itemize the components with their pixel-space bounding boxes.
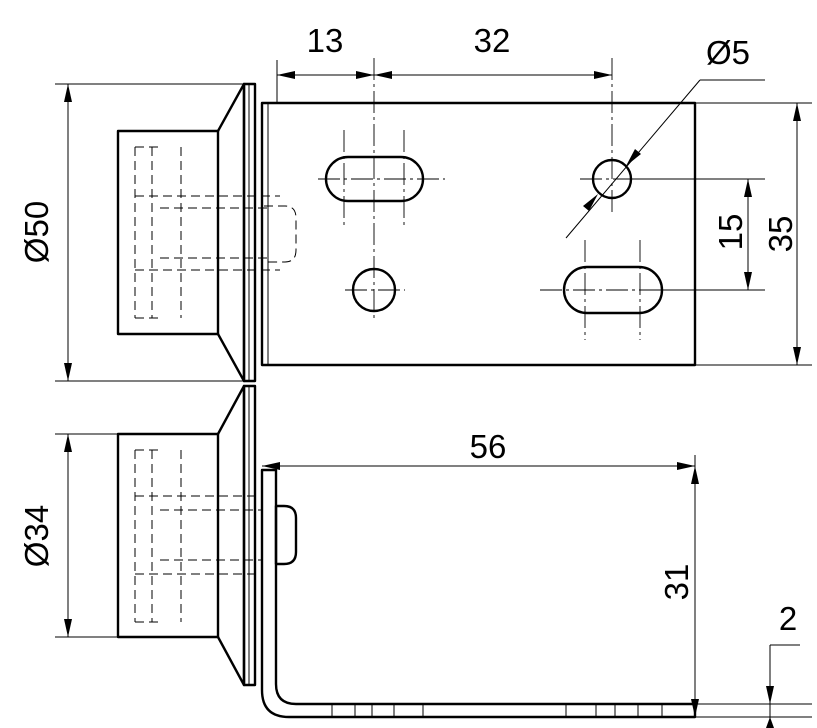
dim-56-label: 56 (470, 428, 507, 465)
bottom-roller-flange (216, 384, 246, 687)
dim-34: Ø34 (18, 433, 118, 638)
dim-50-label: Ø50 (18, 201, 55, 263)
top-center-lines (318, 58, 688, 340)
bottom-rivet-head (274, 504, 298, 566)
top-view: 13 32 Ø5 15 (18, 22, 812, 383)
top-bracket-plate (260, 101, 697, 367)
dim-32-label: 32 (474, 22, 511, 59)
dim-35-label: 35 (762, 216, 799, 253)
dim-35: 35 (695, 102, 812, 366)
bottom-roller-hub (116, 432, 220, 639)
bottom-hidden-lines (134, 449, 262, 623)
dim-13-label: 13 (307, 22, 344, 59)
dim-15-label: 15 (712, 214, 749, 251)
bracket-edge-ticks (331, 704, 663, 717)
dim-32: 32 (374, 22, 612, 79)
dim-2: 2 (695, 600, 812, 728)
dim-2-label: 2 (779, 600, 797, 637)
dim-31: 31 (658, 466, 699, 717)
dim-hole-diameter: Ø5 (565, 34, 765, 239)
dim-hole-diameter-label: Ø5 (706, 34, 750, 71)
dim-50: Ø50 (18, 83, 244, 382)
top-hidden-lines (134, 146, 297, 319)
dim-56: 56 (262, 428, 696, 704)
dim-34-label: Ø34 (18, 505, 55, 567)
top-roller-hub (116, 129, 220, 336)
top-roller-flange (216, 82, 246, 383)
dim-31-label: 31 (658, 564, 695, 601)
slot-hole-left (324, 155, 425, 203)
dim-15: 15 (630, 178, 765, 291)
bottom-l-bracket (260, 468, 697, 719)
dim-13: 13 (276, 22, 374, 103)
bottom-view: 56 31 2 Ø34 (18, 384, 812, 728)
